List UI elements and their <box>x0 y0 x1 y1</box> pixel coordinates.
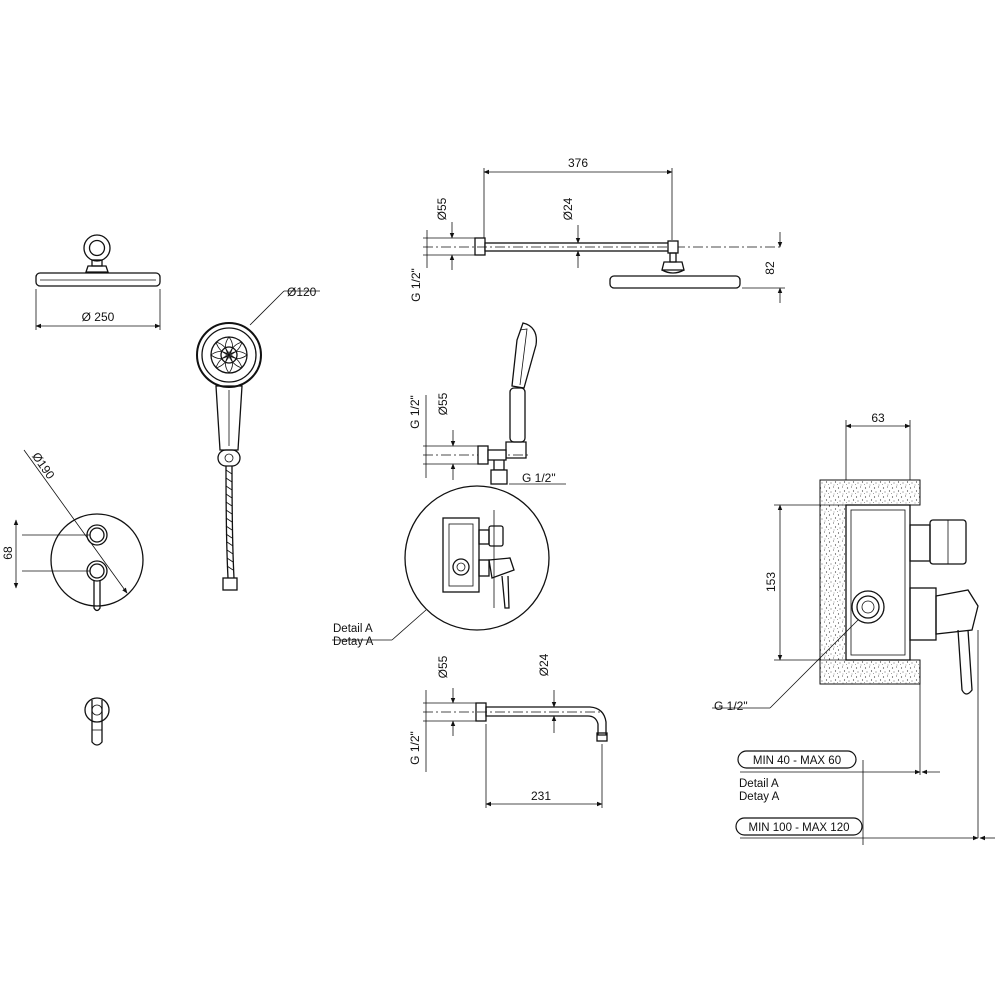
spout-pipe: Ø24 <box>537 653 551 676</box>
detay-a-label: Detay A <box>333 636 374 648</box>
mixer-plate-front: 68 Ø190 <box>1 450 144 612</box>
bath-spout-side: Ø55 Ø24 G 1/2" 231 <box>408 653 608 808</box>
shower-head-diameter: Ø 250 <box>82 310 115 324</box>
box-height: 153 <box>764 572 778 592</box>
box-thread: G 1/2" <box>714 699 748 713</box>
detail-a-label: Detail A <box>333 623 373 635</box>
diverter-handle-front <box>84 697 110 746</box>
arm-pipe: Ø24 <box>561 197 575 220</box>
arm-thread: G 1/2" <box>409 268 423 302</box>
detail-a-view: Detail A Detay A <box>332 485 550 648</box>
depth-min-max-2: MIN 100 - MAX 120 <box>749 822 850 834</box>
depth-detay-a: Detay A <box>739 791 780 803</box>
holder-flange: Ø55 <box>436 392 450 415</box>
holder-thread: G 1/2" <box>408 395 422 429</box>
spout-length: 231 <box>531 789 551 803</box>
overhead-shower-front: Ø 250 <box>35 234 161 330</box>
arm-drop: 82 <box>763 261 777 275</box>
hand-shower-diameter: Ø120 <box>287 285 317 299</box>
holder-outlet: G 1/2" <box>522 471 556 485</box>
box-width: 63 <box>871 411 885 425</box>
arm-length: 376 <box>568 156 588 170</box>
hand-shower-holder-side: Ø55 G 1/2" G 1/2" <box>408 322 566 485</box>
plate-diameter: Ø190 <box>29 450 57 482</box>
spout-flange: Ø55 <box>436 655 450 678</box>
arm-flange: Ø55 <box>435 197 449 220</box>
shower-arm-side: 376 Ø55 Ø24 G 1/2" 82 <box>409 156 785 303</box>
depth-detail-a: Detail A <box>739 778 779 790</box>
spout-thread: G 1/2" <box>408 731 422 765</box>
hand-shower: Ø120 <box>196 285 320 591</box>
concealed-box-section: 63 153 G 1/2" MIN 40 - MAX 60 Detail A D… <box>712 411 995 845</box>
plate-spacing: 68 <box>1 546 15 560</box>
depth-min-max-1: MIN 40 - MAX 60 <box>753 755 841 767</box>
